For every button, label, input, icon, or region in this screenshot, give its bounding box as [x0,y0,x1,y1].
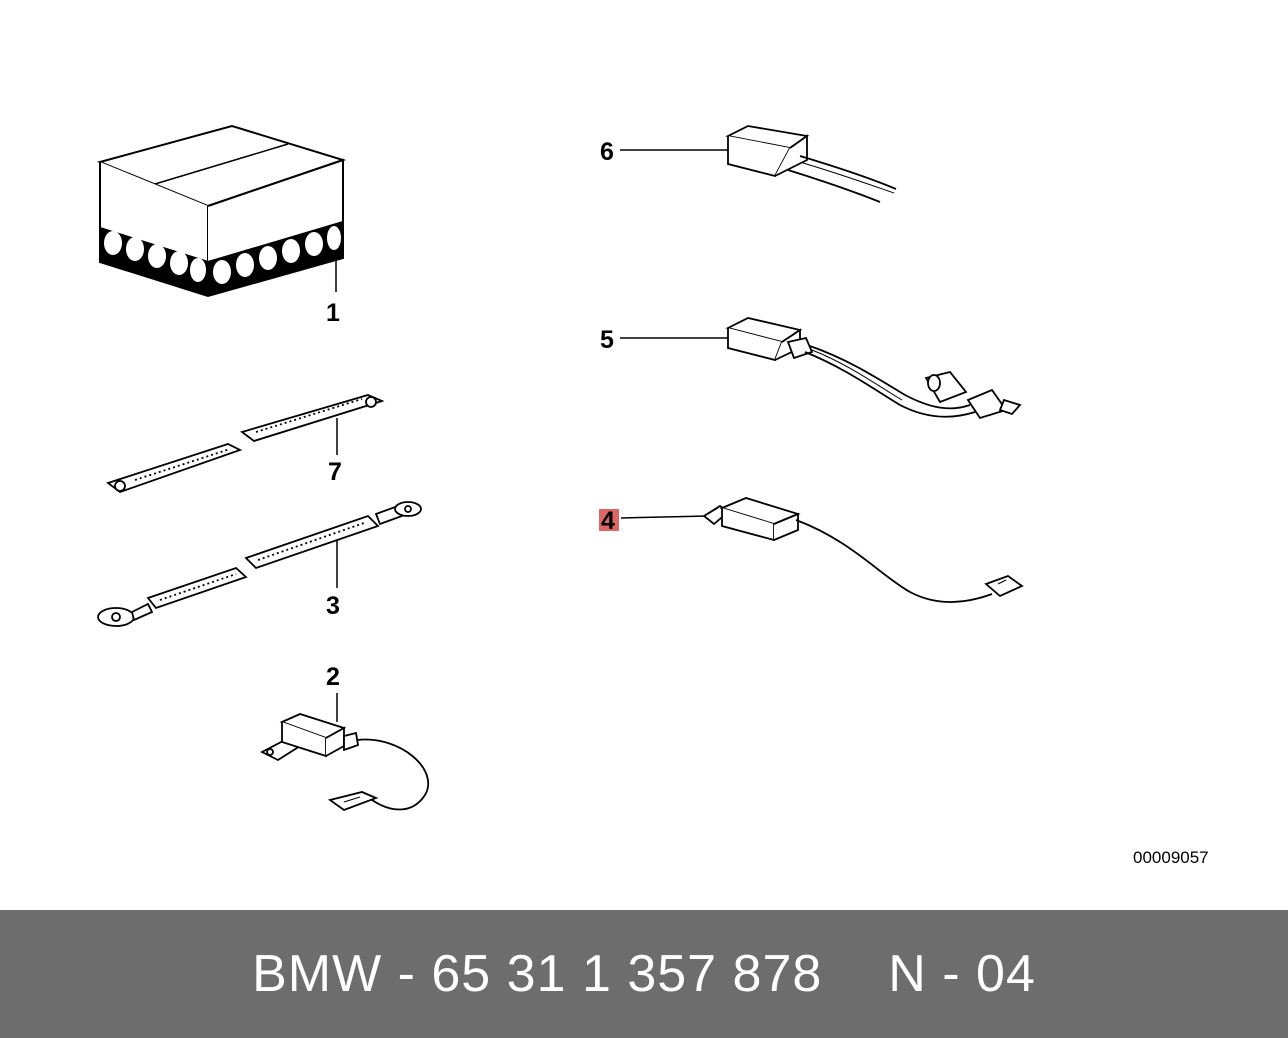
part-number-banner: BMW - 65 31 1 357 878 N - 04 [0,910,1288,1038]
sensor-with-lead-illustration [620,497,1024,603]
relay-module-illustration [620,125,897,203]
diagram-reference-number: 00009057 [1133,848,1209,867]
callout-2[interactable]: 2 [326,663,340,691]
module-harness-illustration [620,317,1022,420]
module-with-bracket-illustration [260,693,430,812]
callout-4-highlight [599,509,619,531]
ground-strap-illustration [97,501,422,627]
strip-pair-illustration [106,394,385,494]
parts-diagram: 1 7 3 2 6 [96,124,1209,867]
battery-box-illustration [96,124,347,298]
callout-6[interactable]: 6 [600,138,614,166]
callout-4[interactable]: 4 [601,507,615,535]
callout-3[interactable]: 3 [326,592,340,620]
callout-5[interactable]: 5 [600,326,614,354]
part-number-label: BMW - 65 31 1 357 878 [252,945,823,1003]
callout-7[interactable]: 7 [328,458,342,486]
position-label: N - 04 [888,945,1036,1003]
callout-1[interactable]: 1 [326,299,340,327]
